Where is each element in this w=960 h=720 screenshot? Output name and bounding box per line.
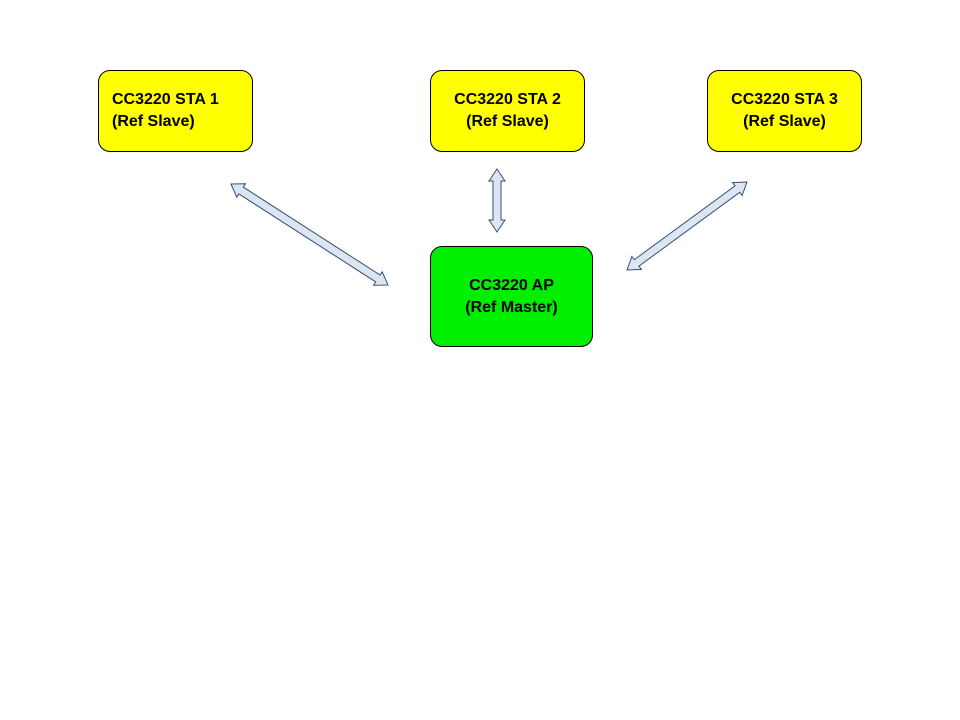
- link-sta2-ap-arrow: [488, 168, 506, 233]
- node-sta-1-title: CC3220 STA 1: [112, 91, 219, 108]
- node-sta-1-role: (Ref Slave): [112, 113, 195, 130]
- node-sta-2: CC3220 STA 2 (Ref Slave): [430, 70, 585, 152]
- link-sta1-ap-arrow: [230, 183, 389, 286]
- node-sta-2-role: (Ref Slave): [466, 113, 549, 130]
- node-sta-3: CC3220 STA 3 (Ref Slave): [707, 70, 862, 152]
- node-sta-1: CC3220 STA 1 (Ref Slave): [98, 70, 253, 152]
- node-sta-3-role: (Ref Slave): [743, 113, 826, 130]
- node-ap-title: CC3220 AP: [469, 276, 554, 294]
- node-sta-3-title: CC3220 STA 3: [731, 91, 838, 108]
- node-ap: CC3220 AP (Ref Master): [430, 246, 593, 347]
- node-ap-role: (Ref Master): [465, 298, 558, 316]
- link-sta3-ap-arrow: [626, 181, 748, 271]
- node-sta-2-title: CC3220 STA 2: [454, 91, 561, 108]
